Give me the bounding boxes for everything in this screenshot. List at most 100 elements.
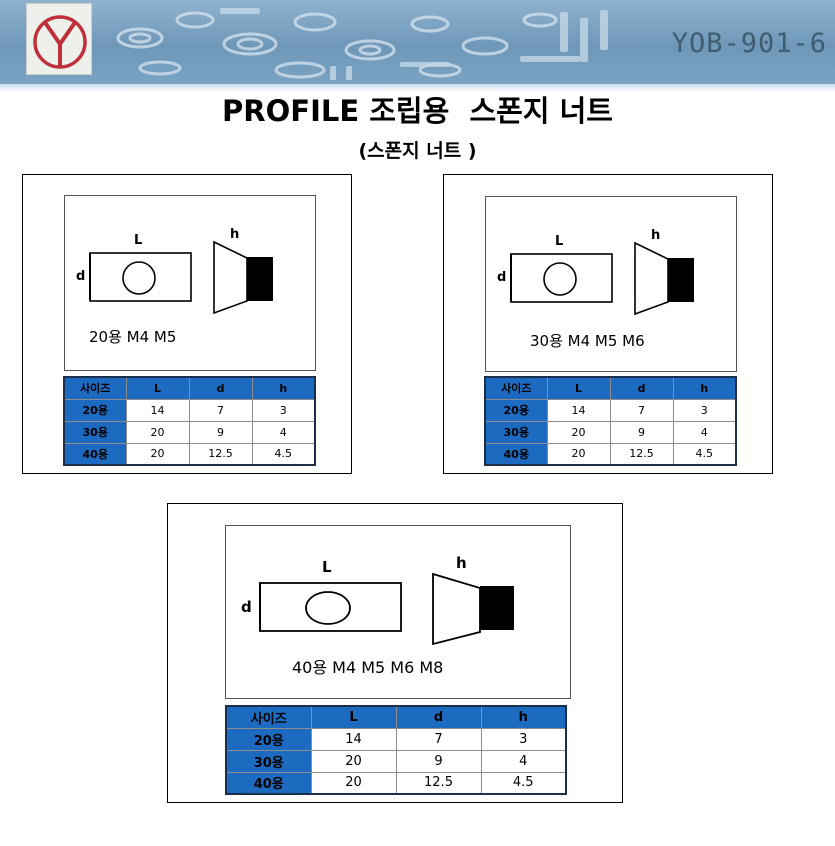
cell-L: 20 — [125, 420, 190, 444]
company-logo — [26, 3, 92, 75]
size-cell: 30용 — [225, 749, 312, 773]
dimension-diagram: L d h 20용 M4 M5 — [64, 195, 316, 371]
product-caption: 30용 M4 M5 M6 — [530, 332, 645, 350]
size-cell: 40용 — [225, 771, 312, 795]
table-row: 40용 20 12.5 4.5 — [225, 771, 567, 795]
product-caption: 20용 M4 M5 — [89, 328, 176, 346]
dimension-diagram: L d h 30용 M4 M5 M6 — [485, 196, 737, 372]
nut-head — [247, 257, 273, 301]
product-caption: 40용 M4 M5 M6 M8 — [292, 658, 443, 677]
label-d: d — [241, 598, 252, 616]
cell-d: 9 — [609, 420, 674, 444]
table-row: 20용 14 7 3 — [484, 398, 737, 422]
label-h: h — [230, 227, 239, 242]
size-cell: 40용 — [63, 442, 127, 466]
bolt-hole — [122, 261, 156, 295]
table-row: 30용 20 9 4 — [63, 420, 316, 444]
table-header-row: 사이즈 L d h — [484, 376, 737, 400]
column-header: 사이즈 — [484, 376, 548, 400]
cell-h: 4 — [480, 749, 567, 773]
table-row: 20용 14 7 3 — [63, 398, 316, 422]
table-row: 40용 20 12.5 4.5 — [63, 442, 316, 466]
size-cell: 20용 — [63, 398, 127, 422]
cell-h: 4.5 — [480, 771, 567, 795]
cell-h: 4 — [672, 420, 737, 444]
document-code: YOB-901-6 — [671, 28, 827, 59]
cell-d: 12.5 — [188, 442, 253, 466]
bolt-hole — [305, 591, 351, 625]
cell-h: 4.5 — [672, 442, 737, 466]
column-header: d — [609, 376, 674, 400]
cell-h: 3 — [251, 398, 316, 422]
bolt-hole — [543, 262, 577, 296]
header-banner: YOB-901-6 — [0, 0, 835, 84]
cell-h: 3 — [672, 398, 737, 422]
label-d: d — [497, 270, 506, 285]
banner-divider — [0, 84, 835, 92]
nut-side-view — [213, 240, 248, 315]
dimension-diagram: L d h 40용 M4 M5 M6 M8 — [225, 525, 571, 699]
cell-h: 4.5 — [251, 442, 316, 466]
cell-L: 20 — [310, 749, 397, 773]
cell-L: 14 — [125, 398, 190, 422]
cell-d: 9 — [395, 749, 482, 773]
column-header: h — [672, 376, 737, 400]
table-header-row: 사이즈 L d h — [225, 705, 567, 729]
column-header: L — [310, 705, 397, 729]
hardware-background-image — [116, 8, 608, 80]
label-h: h — [651, 228, 660, 243]
size-cell: 30용 — [484, 420, 548, 444]
nut-side-view — [634, 241, 669, 316]
label-L: L — [134, 233, 142, 248]
table-row: 30용 20 9 4 — [225, 749, 567, 773]
product-card-30: L d h 30용 M4 M5 M6 사이즈 L d h 20용 14 7 3 … — [443, 174, 773, 474]
column-header: d — [188, 376, 253, 400]
spec-table: 사이즈 L d h 20용 14 7 3 30용 20 9 4 40용 20 1… — [63, 376, 316, 466]
column-header: h — [480, 705, 567, 729]
column-header: L — [125, 376, 190, 400]
logo-mark-icon — [33, 15, 87, 69]
nut-top-view — [510, 253, 613, 303]
product-card-20: L d h 20용 M4 M5 사이즈 L d h 20용 14 7 3 30용… — [22, 174, 352, 474]
nut-head — [668, 258, 694, 302]
column-header: h — [251, 376, 316, 400]
page-title: PROFILE 조립용 스폰지 너트 — [222, 94, 613, 128]
cell-d: 12.5 — [395, 771, 482, 795]
cell-L: 14 — [546, 398, 611, 422]
table-row: 20용 14 7 3 — [225, 727, 567, 751]
cell-h: 4 — [251, 420, 316, 444]
cell-d: 7 — [609, 398, 674, 422]
cell-d: 7 — [188, 398, 253, 422]
nut-side-view — [432, 572, 481, 646]
cell-d: 7 — [395, 727, 482, 751]
cell-L: 20 — [125, 442, 190, 466]
table-row: 40용 20 12.5 4.5 — [484, 442, 737, 466]
cell-L: 14 — [310, 727, 397, 751]
size-cell: 30용 — [63, 420, 127, 444]
cell-L: 20 — [310, 771, 397, 795]
table-row: 30용 20 9 4 — [484, 420, 737, 444]
cell-d: 9 — [188, 420, 253, 444]
label-L: L — [322, 558, 332, 576]
nut-top-view — [89, 252, 192, 302]
column-header: L — [546, 376, 611, 400]
label-h: h — [456, 554, 467, 572]
nut-top-view — [259, 582, 402, 632]
size-cell: 20용 — [225, 727, 312, 751]
column-header: d — [395, 705, 482, 729]
cell-L: 20 — [546, 442, 611, 466]
spec-table: 사이즈 L d h 20용 14 7 3 30용 20 9 4 40용 20 1… — [484, 376, 737, 466]
column-header: 사이즈 — [63, 376, 127, 400]
label-d: d — [76, 269, 85, 284]
column-header: 사이즈 — [225, 705, 312, 729]
label-L: L — [555, 234, 563, 249]
product-card-40: L d h 40용 M4 M5 M6 M8 사이즈 L d h 20용 14 7… — [167, 503, 623, 803]
cell-L: 20 — [546, 420, 611, 444]
cell-d: 12.5 — [609, 442, 674, 466]
nut-head — [480, 586, 514, 630]
spec-table: 사이즈 L d h 20용 14 7 3 30용 20 9 4 40용 20 1… — [225, 705, 567, 795]
table-header-row: 사이즈 L d h — [63, 376, 316, 400]
cell-h: 3 — [480, 727, 567, 751]
size-cell: 20용 — [484, 398, 548, 422]
page-subtitle: (스폰지 너트 ) — [358, 140, 477, 162]
